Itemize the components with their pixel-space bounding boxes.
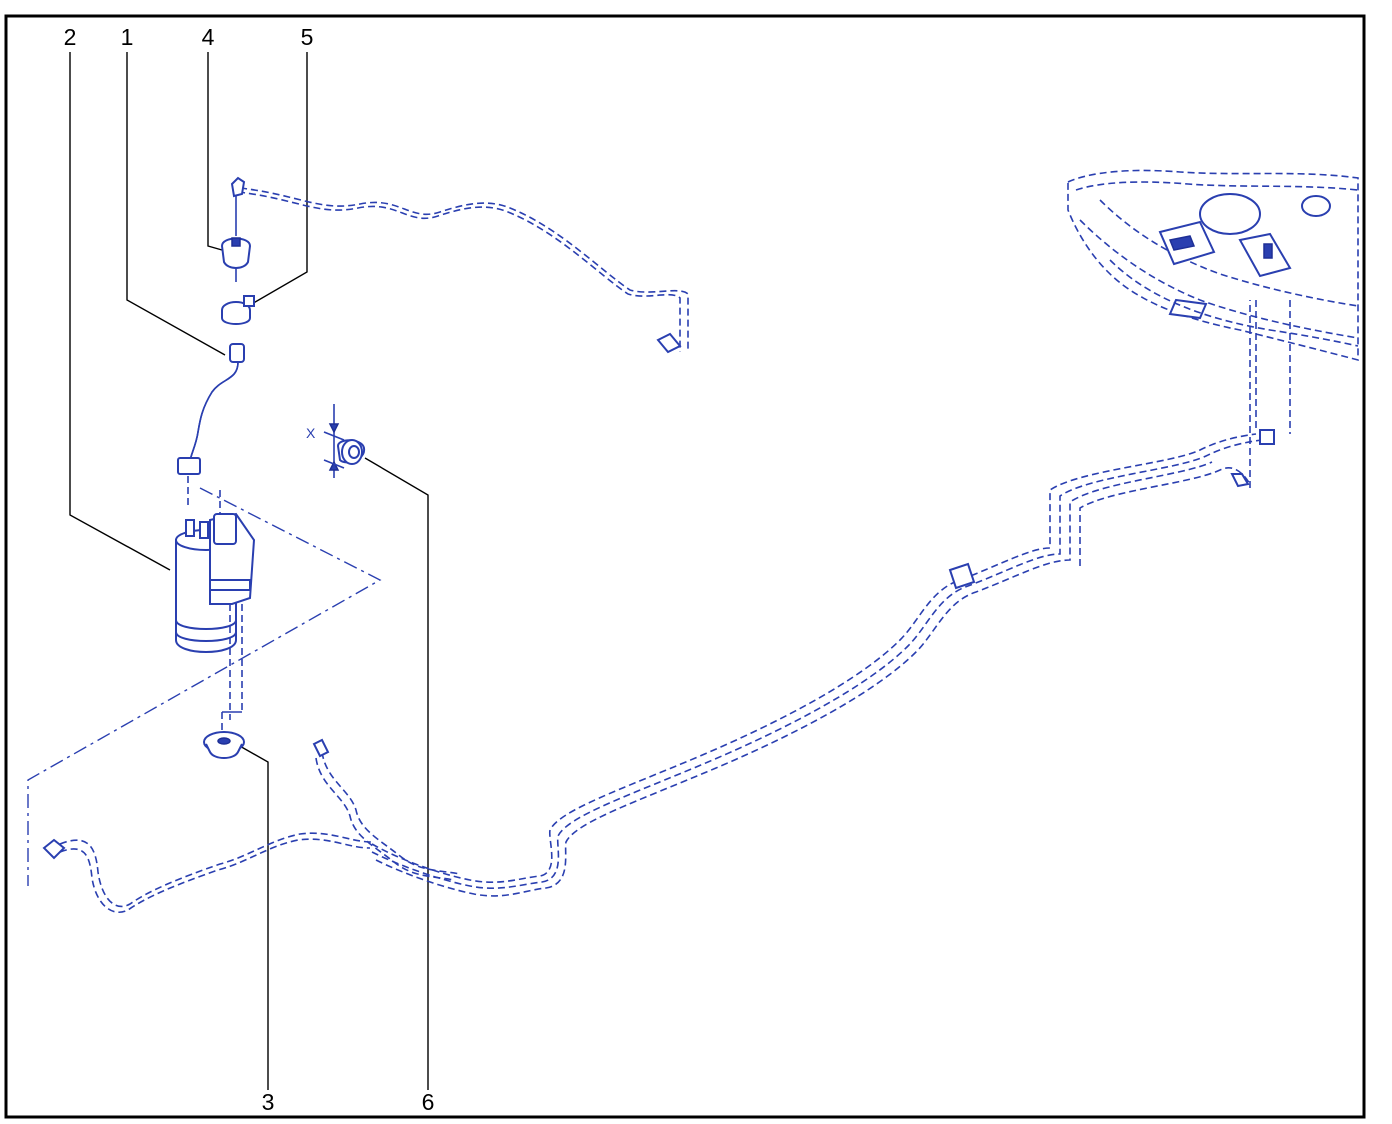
callout-3: 3 xyxy=(262,1089,275,1115)
main-line-bundle xyxy=(371,300,1291,897)
dimension-x-label: X xyxy=(306,425,316,441)
diagram-frame xyxy=(4,14,1366,1119)
leader-6 xyxy=(364,457,429,1090)
leader-5 xyxy=(249,52,308,306)
part-3-grommet xyxy=(203,731,245,759)
leader-3 xyxy=(237,744,269,1090)
leader-1 xyxy=(126,52,226,356)
mounting-outline xyxy=(27,487,382,886)
upper-line-end-fitting xyxy=(656,332,682,354)
part-4-valve xyxy=(220,176,252,282)
callout-4: 4 xyxy=(202,24,215,50)
leader-2 xyxy=(69,52,171,571)
part-1-hose xyxy=(177,343,245,505)
part-6-grommet: X xyxy=(306,404,366,478)
callout-1: 1 xyxy=(121,24,134,50)
callout-2: 2 xyxy=(64,24,77,50)
fuel-tank xyxy=(1067,169,1359,362)
callout-6: 6 xyxy=(422,1089,435,1115)
callout-5: 5 xyxy=(301,24,314,50)
part-2-canister xyxy=(175,490,256,730)
lower-left-lines xyxy=(42,738,461,913)
part-5-clamp xyxy=(221,295,255,325)
leader-4 xyxy=(207,52,223,251)
upper-vapor-line xyxy=(237,187,689,354)
